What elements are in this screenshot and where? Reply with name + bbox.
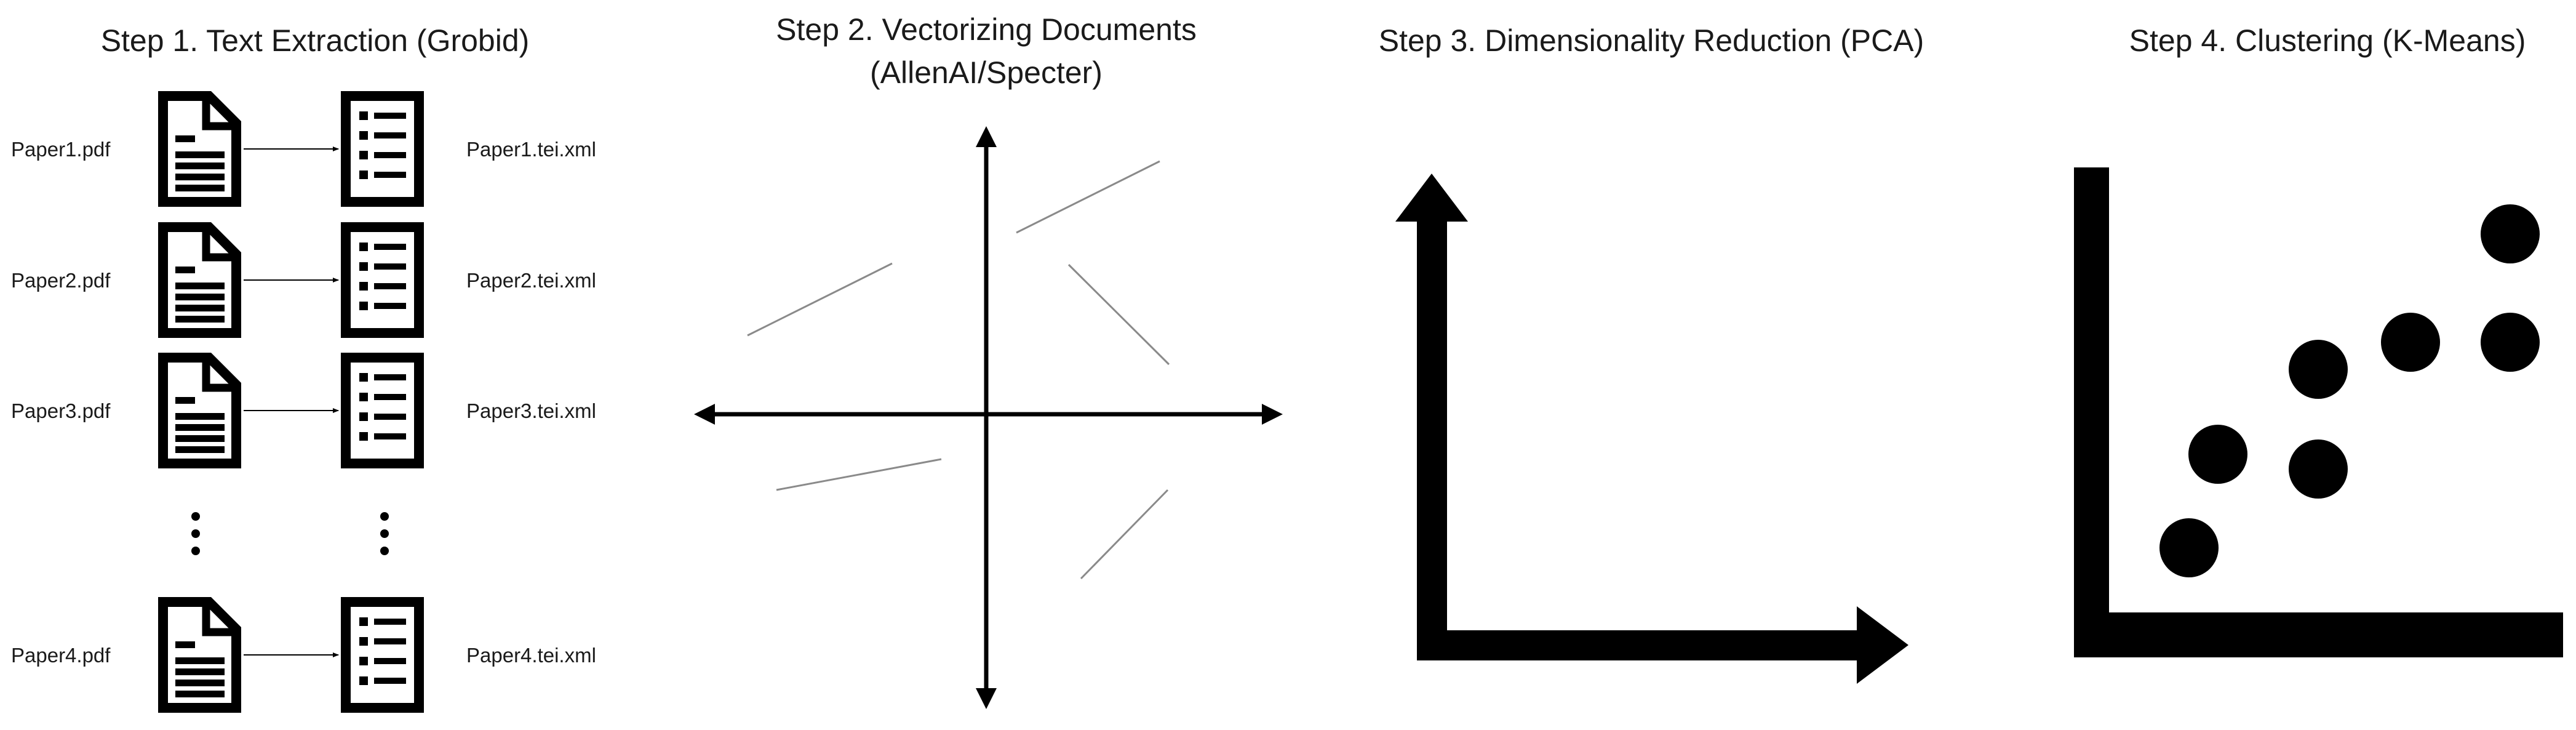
cluster-points — [2159, 204, 2540, 577]
cluster-plot-axes — [2074, 167, 2563, 657]
pdf-document-icon — [158, 222, 241, 338]
cluster-point — [2289, 340, 2348, 399]
cluster-point — [2188, 425, 2247, 484]
xml-list-document-icon — [341, 597, 424, 713]
input-filename: Paper4.pdf — [11, 644, 111, 667]
output-filename: Paper1.tei.xml — [466, 138, 596, 161]
ellipsis-output-column — [380, 512, 389, 555]
pdf-document-icon — [158, 353, 241, 468]
xml-list-document-icon — [341, 91, 424, 207]
step3-title: Step 3. Dimensionality Reduction (PCA) — [1379, 23, 1924, 58]
input-filename: Paper1.pdf — [11, 138, 111, 161]
vector-space-axes — [694, 126, 1283, 709]
xml-list-document-icon — [341, 222, 424, 338]
file-conversion-row: Paper4.pdf Paper4.tei.xml — [11, 597, 596, 713]
step4-title: Step 4. Clustering (K-Means) — [2129, 23, 2526, 58]
pdf-document-icon — [158, 597, 241, 713]
document-vector — [1016, 160, 1160, 234]
output-filename: Paper2.tei.xml — [466, 269, 596, 292]
cluster-point — [2481, 204, 2540, 263]
cluster-point — [2289, 439, 2348, 499]
xml-list-document-icon — [341, 353, 424, 468]
cluster-point — [2481, 313, 2540, 372]
cluster-point — [2159, 518, 2219, 577]
cluster-point — [2381, 313, 2440, 372]
document-vector — [1067, 263, 1170, 366]
input-filename: Paper2.pdf — [11, 269, 111, 292]
step2-title-line1: Step 2. Vectorizing Documents — [776, 12, 1197, 47]
pdf-document-icon — [158, 91, 241, 207]
pca-axes — [1395, 174, 1908, 684]
file-conversion-row: Paper1.pdf Paper1.tei.xml — [11, 91, 596, 207]
output-filename: Paper4.tei.xml — [466, 644, 596, 667]
file-conversion-row: Paper3.pdf Paper3.tei.xml — [11, 353, 596, 468]
output-filename: Paper3.tei.xml — [466, 399, 596, 422]
file-conversion-row: Paper2.pdf Paper2.tei.xml — [11, 222, 596, 338]
document-vectors — [747, 160, 1170, 580]
step1-title: Step 1. Text Extraction (Grobid) — [101, 23, 530, 58]
document-vector — [1080, 489, 1169, 580]
ellipsis-input-column — [191, 512, 200, 555]
document-vector — [747, 262, 893, 337]
document-vector — [776, 458, 942, 491]
input-filename: Paper3.pdf — [11, 399, 111, 422]
step2-title-line2: (AllenAI/Specter) — [870, 55, 1103, 90]
